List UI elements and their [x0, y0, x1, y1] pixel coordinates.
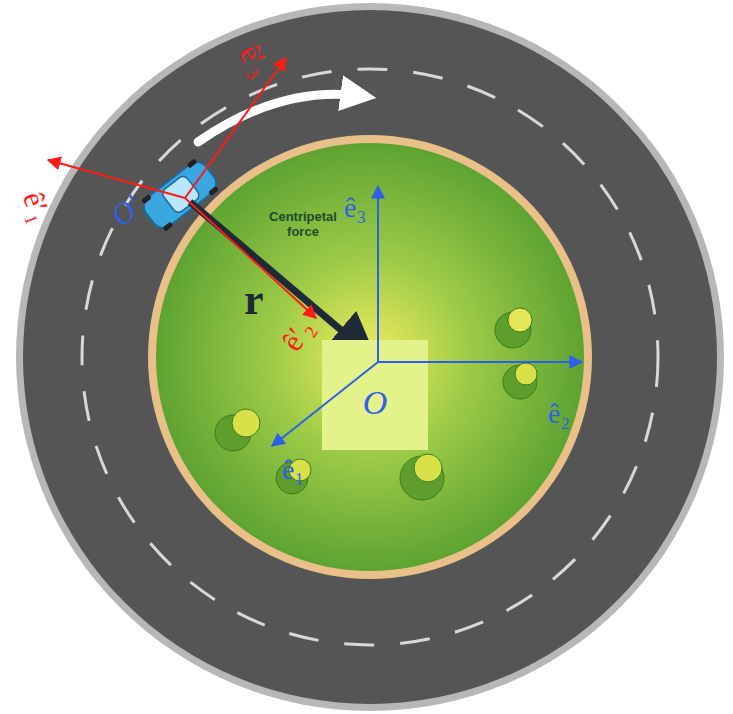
- radius-vector: [190, 202, 374, 358]
- trees: [215, 308, 537, 500]
- motion-arrow: [198, 94, 362, 142]
- axis-label: ê₁: [282, 456, 304, 484]
- grass: [156, 143, 584, 571]
- lane-marking: [82, 69, 658, 645]
- axis-label: ê₂: [548, 400, 570, 428]
- car-axes: [48, 58, 316, 318]
- road-rim: [16, 3, 724, 711]
- origin-label-box: O: [322, 372, 428, 434]
- vector-label: r: [244, 278, 264, 322]
- axis-label: ê₃: [344, 194, 366, 222]
- curb: [148, 135, 592, 579]
- node-text: O: [363, 384, 388, 422]
- road: [23, 10, 717, 704]
- force-label: Centripetal force: [268, 210, 338, 240]
